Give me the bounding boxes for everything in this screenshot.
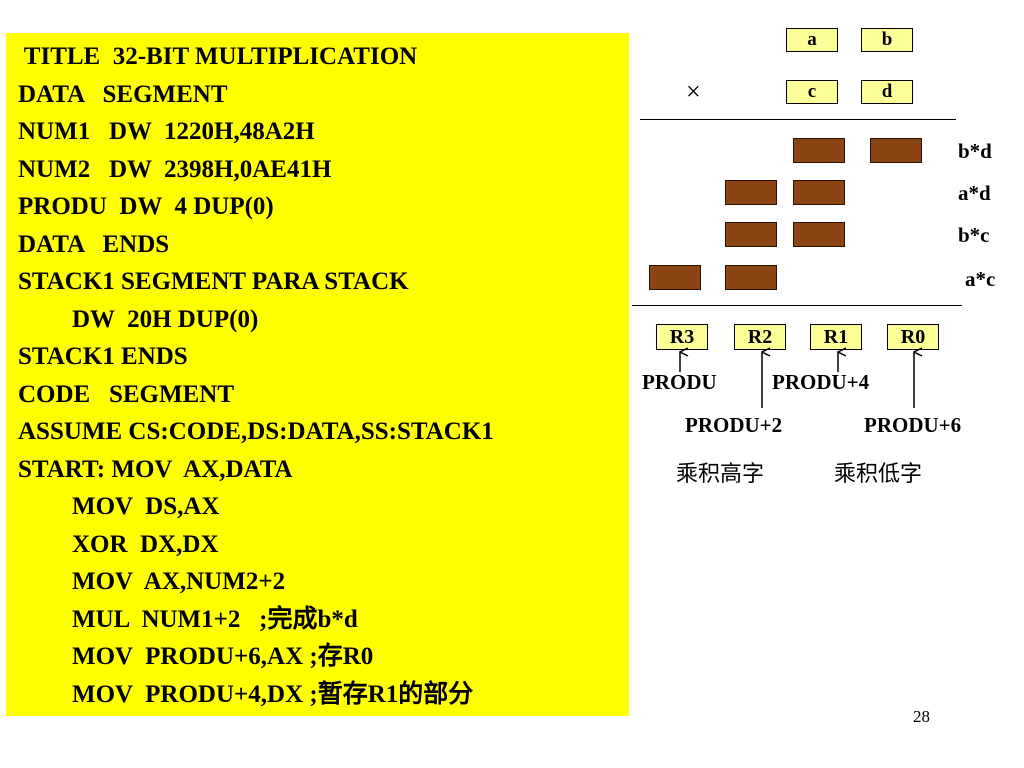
code-line: STACK1 ENDS [18, 343, 188, 370]
bd-high-block [793, 138, 845, 163]
code-line: DATA ENDS [18, 230, 170, 258]
ac-low-block [725, 265, 777, 290]
produ-label: PRODU [642, 370, 717, 394]
bottom-rule [632, 305, 962, 306]
code-line: ASSUME CS:CODE,DS:DATA,SS:STACK1 [18, 418, 494, 445]
bc-low-block [793, 222, 845, 247]
produ-plus6-label: PRODU+6 [864, 413, 962, 437]
code-line: CODE SEGMENT [18, 380, 235, 408]
produ-plus4-label: PRODU+4 [772, 370, 870, 394]
operand-c-box: c [786, 80, 838, 104]
operand-b-box: b [861, 28, 913, 52]
code-line: XOR DX,DX [72, 530, 219, 558]
code-line: NUM2 DW 2398H,0AE41H [18, 155, 332, 183]
page-number: 28 [913, 707, 930, 726]
top-rule [640, 119, 956, 120]
code-line: MUL NUM1+2 ;完成b*d [72, 605, 358, 633]
bd-label: b*d [958, 139, 992, 163]
ac-high-block [649, 265, 701, 290]
bc-high-block [725, 222, 777, 247]
ad-label: a*d [958, 181, 991, 205]
ad-low-block [793, 180, 845, 205]
register-r3: R3 [656, 324, 708, 350]
bd-low-block [870, 138, 922, 163]
code-line: NUM1 DW 1220H,48A2H [18, 118, 315, 145]
operand-a-box: a [786, 28, 838, 52]
multiply-symbol: × [686, 77, 701, 106]
ac-label: a*c [965, 267, 996, 291]
code-line: MOV PRODU+4,DX ;暂存R1的部分 [72, 680, 474, 708]
low-word-label: 乘积低字 [834, 462, 923, 487]
register-r2: R2 [734, 324, 786, 350]
produ-plus2-label: PRODU+2 [685, 413, 783, 437]
bc-label: b*c [958, 223, 990, 247]
register-r1: R1 [810, 324, 862, 350]
code-line: MOV AX,NUM2+2 [72, 568, 286, 595]
operand-d-box: d [861, 80, 913, 104]
ad-high-block [725, 180, 777, 205]
code-line: PRODU DW 4 DUP(0) [18, 193, 274, 220]
code-line: DW 20H DUP(0) [72, 305, 259, 333]
code-line: TITLE 32-BIT MULTIPLICATION [18, 43, 418, 70]
code-line: START: MOV AX,DATA [18, 455, 293, 483]
code-line: DATA SEGMENT [18, 80, 228, 108]
high-word-label: 乘积高字 [676, 462, 765, 487]
code-line: MOV PRODU+6,AX ;存R0 [72, 643, 374, 670]
code-panel: TITLE 32-BIT MULTIPLICATION DATA SEGMENT N… [6, 33, 629, 716]
code-line: STACK1 SEGMENT PARA STACK [18, 268, 409, 295]
code-line: MOV DS,AX [72, 493, 220, 520]
